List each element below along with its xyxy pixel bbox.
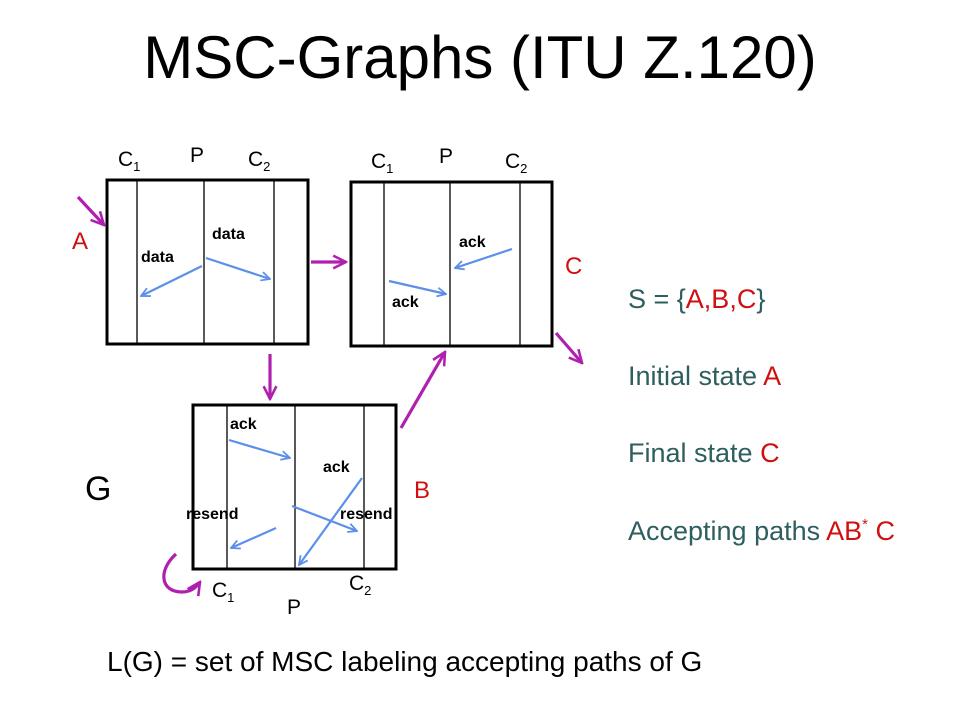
- process-label-p: P: [190, 144, 204, 167]
- state-set-line: S = {A,B,C}: [628, 284, 765, 314]
- message-arrow: [205, 256, 270, 279]
- footer-definition: L(G) = set of MSC labeling accepting pat…: [107, 646, 702, 677]
- message-arrow: [388, 279, 446, 294]
- state-label-c: C: [565, 253, 582, 280]
- message-label-ack: ack: [323, 459, 350, 476]
- message-arrow: [455, 247, 513, 268]
- process-label-c1: C1: [212, 579, 234, 605]
- graph-name-label: G: [85, 470, 111, 508]
- initial-state-arrow: [76, 195, 104, 225]
- msc-frame: [349, 180, 554, 348]
- process-label-c2: C2: [349, 572, 371, 598]
- process-label-c1: C1: [371, 150, 393, 176]
- msc-box-c: C1 P C2 ack ack: [349, 145, 554, 348]
- message-label-resend: resend: [186, 506, 238, 523]
- process-label-p: P: [287, 596, 301, 619]
- initial-state-line: Initial state A: [628, 361, 781, 391]
- message-label-ack: ack: [459, 234, 486, 251]
- process-label-p: P: [439, 145, 453, 168]
- slide-title: MSC-Graphs (ITU Z.120): [143, 24, 816, 91]
- state-label-a: A: [72, 228, 88, 255]
- process-label-c2: C2: [505, 150, 527, 176]
- msc-box-b: ack ack resend resend C1 C2 P: [186, 403, 398, 619]
- message-arrow: [228, 438, 290, 458]
- process-label-c2: C2: [248, 148, 270, 174]
- msc-box-a: C1 P C2 data data: [105, 144, 310, 346]
- final-state-arrow: [554, 331, 582, 363]
- message-label-data: data: [141, 249, 174, 266]
- message-label-resend: resend: [340, 506, 392, 523]
- message-arrow: [231, 526, 277, 548]
- accepting-paths-line: Accepting paths AB* C: [628, 516, 895, 546]
- message-label-ack: ack: [230, 416, 257, 433]
- transition-arrow-b-to-c: [399, 352, 445, 429]
- final-state-line: Final state C: [628, 438, 780, 468]
- message-arrow: [141, 265, 203, 297]
- state-label-b: B: [414, 477, 430, 504]
- side-panel: S = {A,B,C} Initial state A Final state …: [628, 284, 895, 546]
- message-arrow: [291, 504, 357, 531]
- self-loop-arrow-b: [162, 552, 200, 592]
- message-label-data: data: [212, 226, 245, 243]
- process-label-c1: C1: [118, 148, 140, 174]
- message-label-ack: ack: [392, 294, 419, 311]
